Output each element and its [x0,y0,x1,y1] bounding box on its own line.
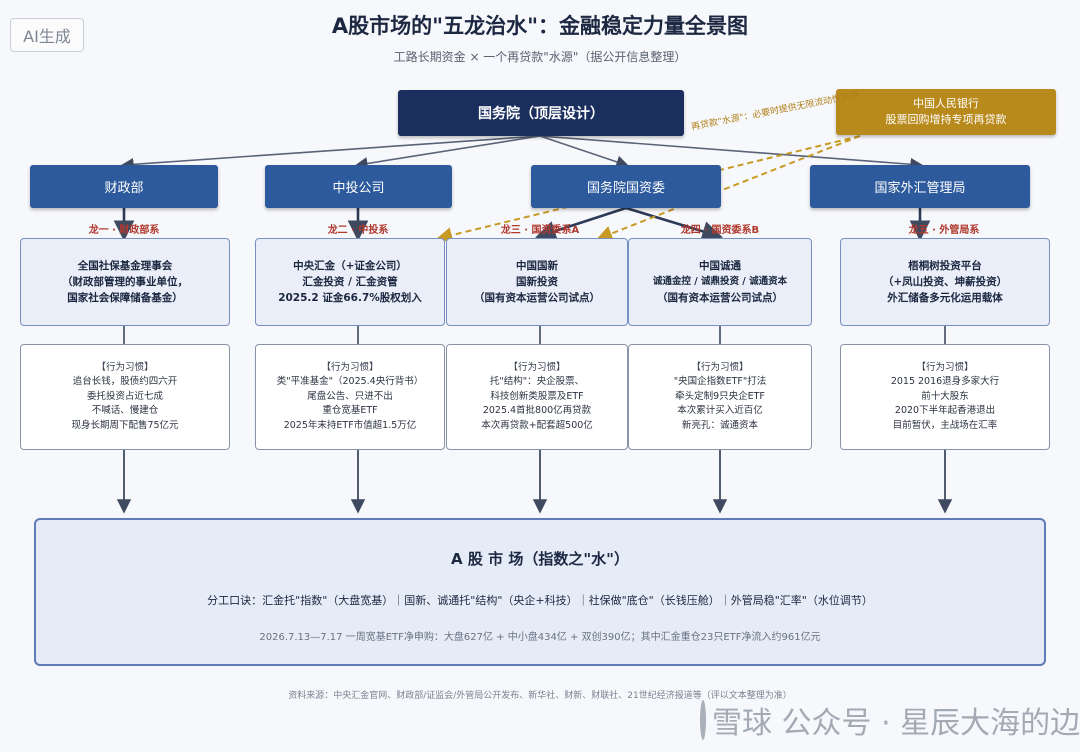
arrow-sasac-to-guoxin [535,206,627,242]
pboc-relending: 股票回购增持专项再贷款 [885,113,1007,126]
dashed-arrow-pboc-to-huijin [436,135,861,243]
arrow-state-council-to-cic [354,135,541,170]
arrow-state-council-to-safe [539,135,924,171]
behavior-wutong-line: 2015 2016退身多家大行 [890,376,1000,388]
entity-ssf-line1: 全国社保基金理事会 [77,260,173,272]
dragon-label-1: 龙一 · 财政部系 [88,225,160,236]
entity-huijin-line2: 汇金投资 / 汇金资管 [302,276,398,288]
behavior-chengtong-line: "央国企指数ETF"打法 [673,376,767,388]
entity-chengtong: 中国诚通 诚通金控 / 诚鼎投资 / 诚通资本 （国有资本运营公司试点） [628,238,812,326]
behavior-chengtong-line: 牵头定制9只央企ETF [675,390,765,402]
dept-cic: 中投公司 [265,165,452,208]
watermark: 雪球 公众号 · 星辰大海的边界 [700,694,1080,746]
behavior-guoxin-line: 2025.4首批800亿再贷款 [482,405,592,417]
behavior-wutong: 【行为习惯】 2015 2016退身多家大行 前十大股东 2020下半年起香港退… [840,344,1050,450]
watermark-text: 雪球 公众号 · 星辰大海的边界 [712,706,1080,741]
page-title: A股市场的"五龙治水"：金融稳定力量全景图 [331,14,749,38]
behavior-ssf-title: 【行为习惯】 [96,361,154,373]
dept-sasac: 国务院国资委 [531,165,721,208]
behavior-huijin-line: 尾盘公告、只进不出 [307,390,393,402]
behavior-ssf-line: 不喊话、慢建仓 [91,405,159,417]
behavior-huijin: 【行为习惯】 类"平准基金"（2025.4央行背书） 尾盘公告、只进不出 重仓宽… [255,344,445,450]
source-note: 资料来源：中央汇金官网、财政部/证监会/外管局公开发布、新华社、财新、财联社、2… [288,691,792,701]
dragon-label-4: 龙四 · 国资委系B [680,225,760,236]
entity-wutong-line2: （+凤山投资、坤薪投资） [882,276,1008,288]
dragon-label-2: 龙二 · 中投系 [327,225,389,236]
pboc-name: 中国人民银行 [913,97,979,110]
behavior-huijin-line: 2025年末持ETF市值超1.5万亿 [283,419,417,431]
entity-huijin-line3: 2025.2 证金66.7%股权划入 [278,292,422,304]
behavior-chengtong: 【行为习惯】 "央国企指数ETF"打法 牵头定制9只央企ETF 本次累计买入近百… [628,344,812,450]
dragon-label-3: 龙三 · 国资委系A [500,225,580,236]
dashed-arrow-pboc-to-guoxin [596,135,861,242]
xueqiu-logo-icon [700,700,706,740]
behavior-guoxin-line: 科技创新类股票及ETF [490,390,584,402]
behavior-guoxin: 【行为习惯】 托"结构"：央企股票、 科技创新类股票及ETF 2025.4首批8… [446,344,628,450]
entity-chengtong-line1: 中国诚通 [699,260,741,272]
behavior-chengtong-title: 【行为习惯】 [691,361,749,373]
entity-guoxin-line1: 中国国新 [516,260,558,272]
ai-generated-badge: AI生成 [10,18,84,52]
arrow-state-council-to-mof [120,135,541,171]
market-etf-stats: 2026.7.13—7.17 一周宽基ETF净申购：大盘627亿 + 中小盘43… [259,632,821,643]
behavior-guoxin-title: 【行为习惯】 [508,361,566,373]
dept-mof: 财政部 [30,165,218,208]
behavior-guoxin-line: 托"结构"：央企股票、 [489,376,585,388]
dragon-label-5: 龙五 · 外管局系 [908,225,980,236]
behavior-ssf-line: 追台长钱，股债约四六开 [72,376,178,388]
behavior-huijin-line: 重仓宽基ETF [322,405,378,417]
market-division-of-labor: 分工口诀：汇金托"指数"（大盘宽基）｜国新、诚通托"结构"（央企+科技）｜社保做… [207,594,873,607]
behavior-wutong-line: 前十大股东 [921,390,969,402]
entity-ssf-line3: 国家社会保障储备基金） [67,292,183,304]
entity-wutong-line3: 外汇储备多元化运用载体 [887,292,1003,304]
pboc-box: 中国人民银行 股票回购增持专项再贷款 [836,89,1056,135]
entity-huijin-line1: 中央汇金（+证金公司） [293,260,407,272]
entity-wutong: 梧桐树投资平台 （+凤山投资、坤薪投资） 外汇储备多元化运用载体 [840,238,1050,326]
entity-chengtong-line3: （国有资本运营公司试点） [657,292,783,304]
a-share-market-box [34,518,1046,666]
page-subtitle: 工路长期资金 × 一个再贷款"水源"（据公开信息整理） [393,50,687,64]
behavior-wutong-title: 【行为习惯】 [916,361,974,373]
entity-guoxin-line2: 国新投资 [516,276,558,288]
state-council-label: 国务院（顶层设计） [478,106,604,122]
arrow-sasac-to-chengtong [625,206,723,242]
behavior-ssf-line: 委托投资占近七成 [86,390,163,402]
entity-guoxin: 中国国新 国新投资 （国有资本运营公司试点） [446,238,628,326]
dept-safe: 国家外汇管理局 [810,165,1030,208]
entity-ssf-line2: （财政部管理的事业单位， [62,276,188,288]
behavior-huijin-line: 类"平准基金"（2025.4央行背书） [276,376,424,388]
behavior-guoxin-line: 本次再贷款+配套超500亿 [481,419,593,431]
behavior-wutong-line: 2020下半年起香港退出 [894,405,996,417]
behavior-ssf-line: 现身长期周下配售75亿元 [71,419,179,431]
arrow-state-council-to-sasac [539,135,630,168]
behavior-ssf: 【行为习惯】 追台长钱，股债约四六开 委托投资占近七成 不喊话、慢建仓 现身长期… [20,344,230,450]
entity-ssf: 全国社保基金理事会 （财政部管理的事业单位， 国家社会保障储备基金） [20,238,230,326]
state-council-box: 国务院（顶层设计） [398,90,684,136]
behavior-wutong-line: 目前暂伏，主战场在汇率 [892,419,998,431]
entity-guoxin-line3: （国有资本运营公司试点） [474,292,600,304]
behavior-huijin-title: 【行为习惯】 [321,361,379,373]
entity-chengtong-line2: 诚通金控 / 诚鼎投资 / 诚通资本 [652,276,788,287]
behavior-chengtong-line: 本次累计买入近百亿 [677,405,763,417]
market-title: A 股 市 场（指数之"水"） [451,550,629,568]
behavior-chengtong-line: 新亮孔：诚通资本 [681,419,758,431]
entity-wutong-line1: 梧桐树投资平台 [908,260,982,272]
entity-huijin: 中央汇金（+证金公司） 汇金投资 / 汇金资管 2025.2 证金66.7%股权… [255,238,445,326]
